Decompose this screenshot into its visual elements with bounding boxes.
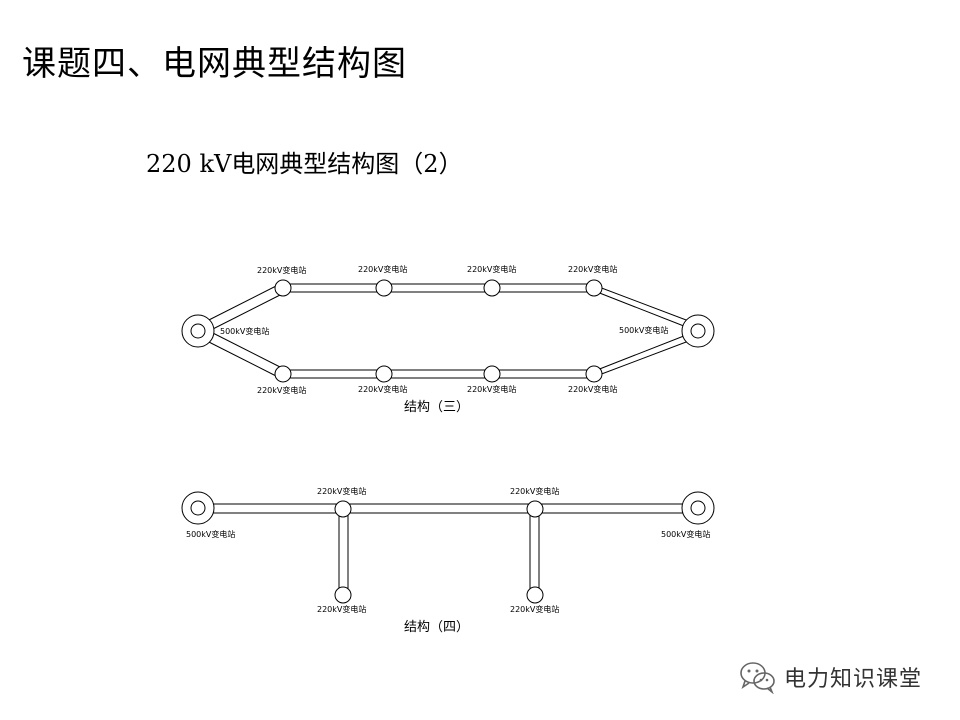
node-label: 220kV变电站	[568, 264, 617, 274]
substation-220kv-node	[483, 279, 501, 297]
node-label: 220kV变电站	[257, 265, 306, 275]
watermark: 电力知识课堂	[738, 660, 922, 694]
substation-500kv-node	[681, 491, 715, 525]
substation-500kv-node	[181, 491, 215, 525]
node-label: 220kV变电站	[317, 604, 366, 614]
wechat-icon	[740, 662, 775, 694]
node-label: 220kV变电站	[510, 604, 559, 614]
structure-3-lines	[196, 283, 703, 379]
substation-220kv-node	[334, 500, 352, 518]
page-title: 课题四、电网典型结构图	[22, 44, 407, 84]
node-label: 220kV变电站	[467, 264, 516, 274]
substation-220kv-node	[274, 279, 292, 297]
node-label: 220kV变电站	[467, 384, 516, 394]
node-label: 500kV变电站	[661, 529, 710, 539]
substation-500kv-node	[681, 314, 715, 348]
substation-220kv-node	[526, 586, 544, 604]
substation-500kv-node	[181, 314, 215, 348]
node-label: 220kV变电站	[568, 384, 617, 394]
substation-220kv-node	[375, 365, 393, 383]
substation-220kv-node	[585, 365, 603, 383]
node-label: 220kV变电站	[358, 384, 407, 394]
node-label: 220kV变电站	[358, 264, 407, 274]
watermark-text: 电力知识课堂	[784, 667, 923, 692]
substation-220kv-node	[334, 586, 352, 604]
node-label: 500kV变电站	[220, 326, 269, 336]
substation-220kv-node	[526, 500, 544, 518]
node-label: 500kV变电站	[619, 325, 668, 335]
node-label: 220kV变电站	[510, 486, 559, 496]
node-label: 220kV变电站	[257, 385, 306, 395]
substation-220kv-node	[483, 365, 501, 383]
diagram-subtitle: 220 kV电网典型结构图（2）	[146, 150, 463, 178]
substation-220kv-node	[274, 365, 292, 383]
substation-220kv-node	[585, 279, 603, 297]
node-label: 220kV变电站	[317, 486, 366, 496]
structure-4-caption: 结构（四）	[404, 620, 469, 635]
substation-220kv-node	[375, 279, 393, 297]
node-label: 500kV变电站	[186, 529, 235, 539]
structure-3-caption: 结构（三）	[404, 400, 469, 415]
structure-4-lines	[197, 503, 699, 592]
